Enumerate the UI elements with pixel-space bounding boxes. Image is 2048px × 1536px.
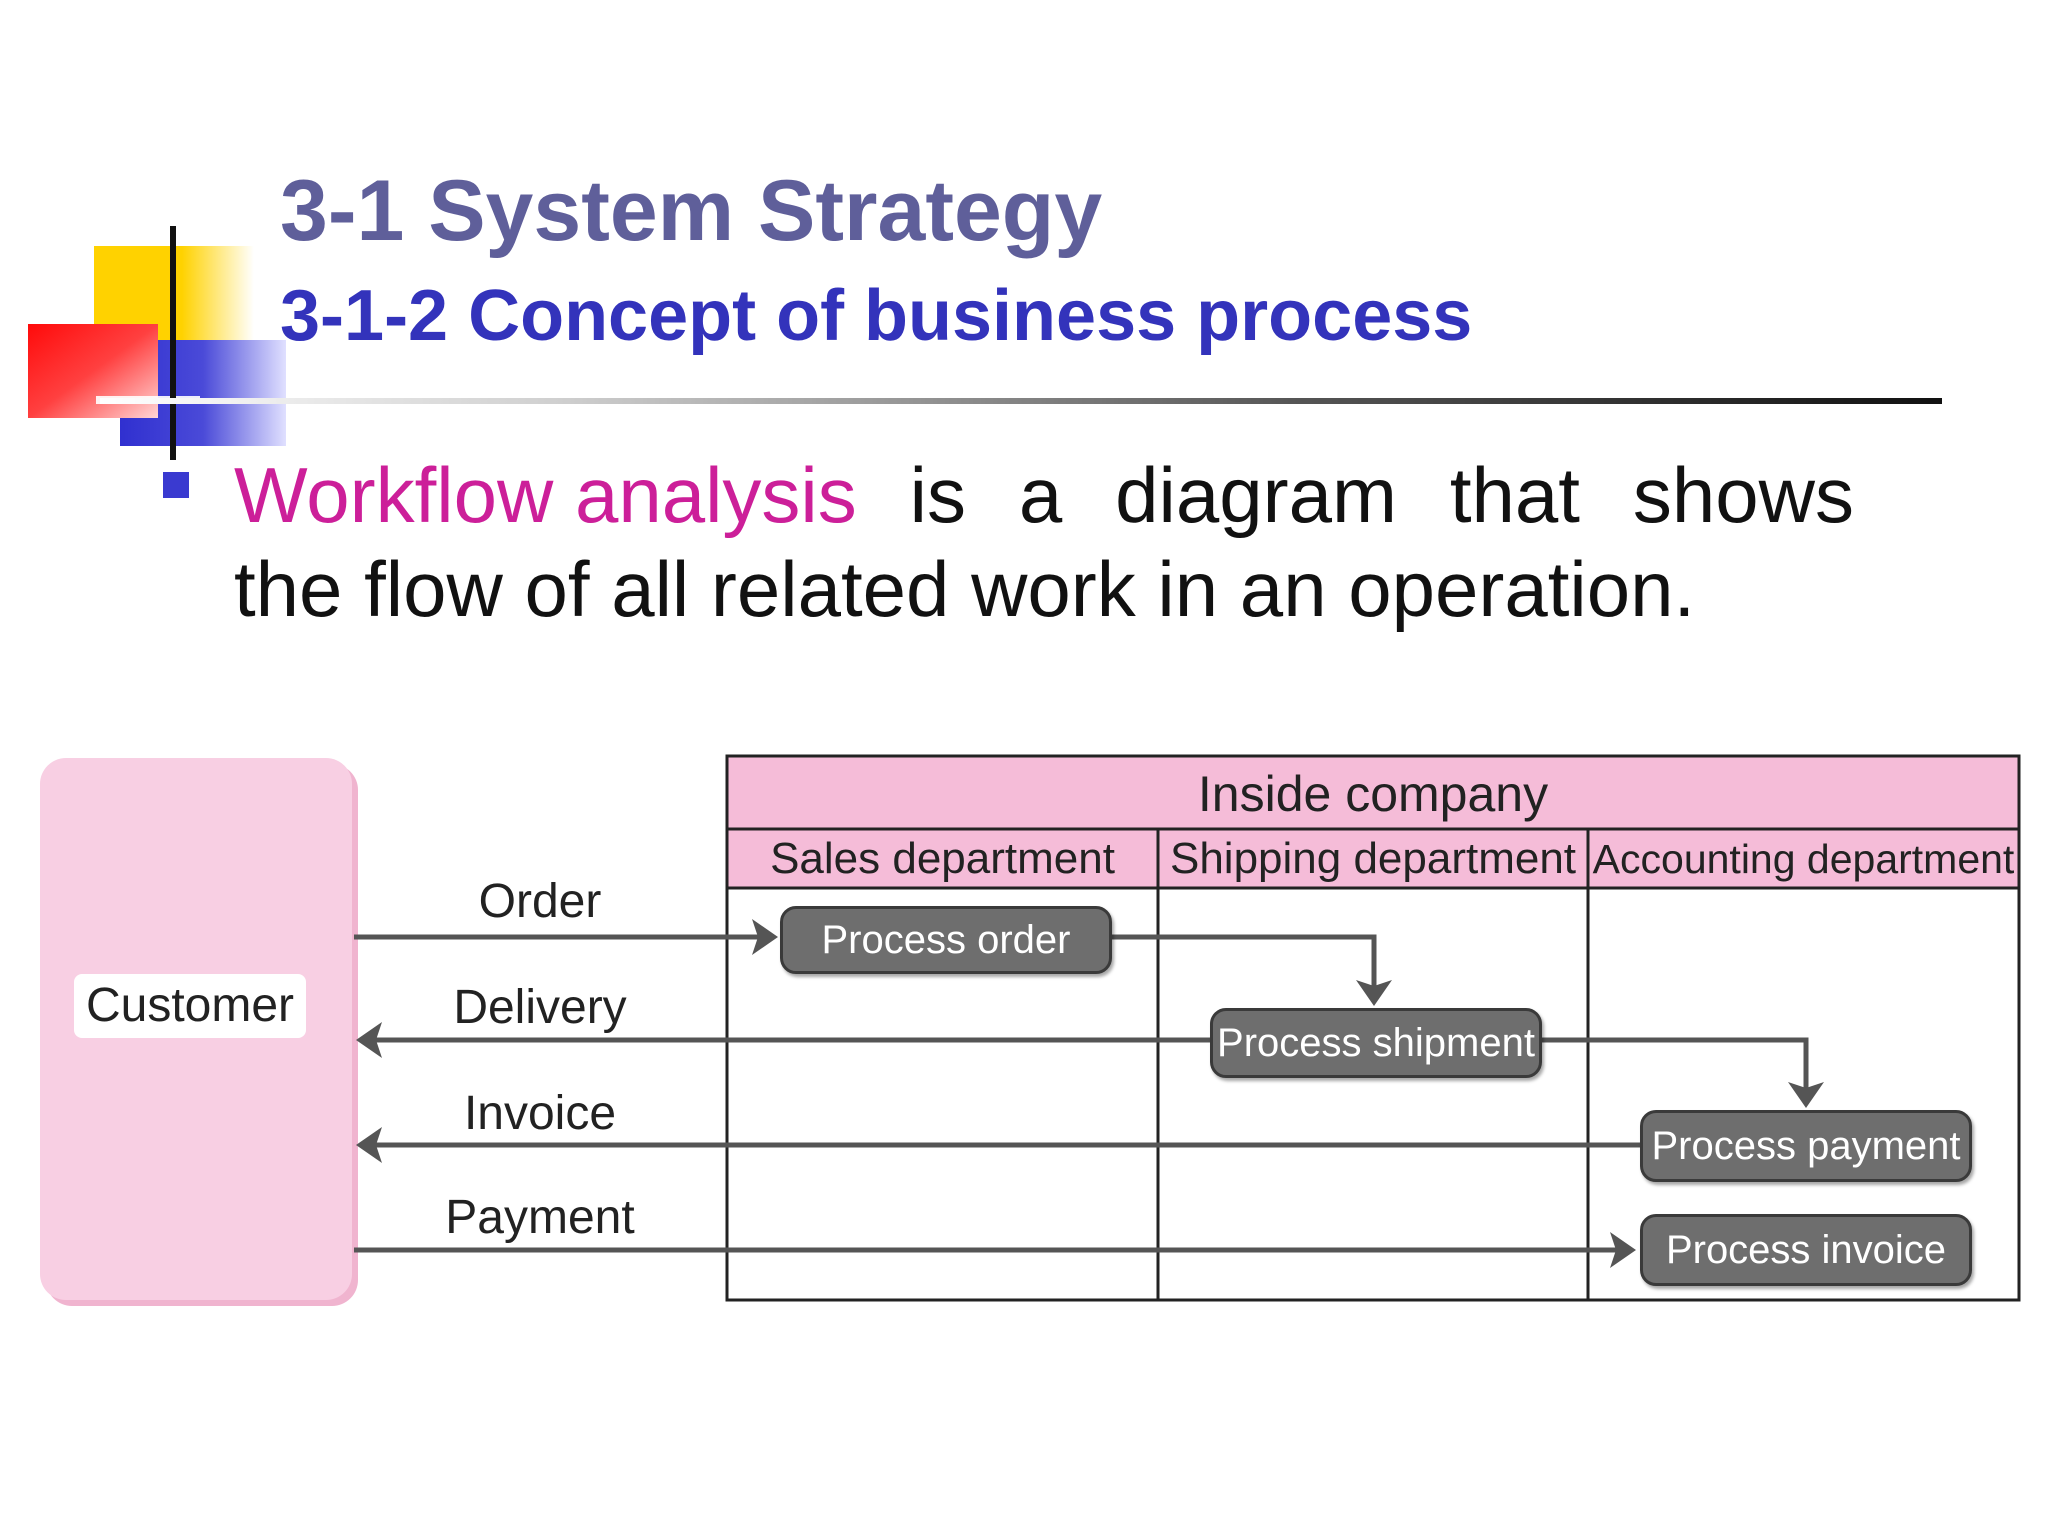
- process-payment-box: Process payment: [1640, 1110, 1972, 1182]
- arrow-head-icon: [356, 1022, 382, 1058]
- process-invoice-box: Process invoice: [1640, 1214, 1972, 1286]
- lane-header-accounting: Accounting department: [1592, 836, 2015, 882]
- bullet-word: is: [909, 451, 966, 539]
- arrow-head-icon: [356, 1127, 382, 1163]
- bullet-line-2: the flow of all related work in an opera…: [234, 545, 1696, 633]
- lane-header-shipping: Shipping department: [1169, 834, 1577, 883]
- slide-subtitle: 3-1-2 Concept of business process: [280, 276, 1473, 356]
- flow-label-invoice: Invoice: [463, 1087, 617, 1140]
- arrow-head-icon: [1610, 1232, 1636, 1268]
- bullet-word: shows: [1632, 451, 1854, 539]
- bullet-marker: [163, 472, 189, 498]
- bullet-line-1: Workflow analysis is a diagram that show…: [234, 448, 1854, 542]
- arrow-head-icon: [1356, 980, 1392, 1006]
- flow-label-order: Order: [478, 875, 602, 928]
- bullet-word: diagram: [1115, 451, 1397, 539]
- process-order-box: Process order: [780, 906, 1112, 974]
- bullet-word: that: [1449, 451, 1580, 539]
- arrow-head-icon: [1788, 1082, 1824, 1108]
- process-shipment-box: Process shipment: [1210, 1008, 1542, 1078]
- flow-label-payment: Payment: [445, 1191, 635, 1244]
- bullet-term: Workflow analysis: [234, 451, 857, 539]
- flow-label-delivery: Delivery: [453, 981, 627, 1034]
- lane-header-sales: Sales department: [770, 834, 1115, 883]
- title-divider: [100, 398, 1942, 404]
- slide-title: 3-1 System Strategy: [280, 163, 1103, 259]
- slide-logo-decoration: [28, 226, 286, 460]
- group-header-inside-company: Inside company: [1197, 766, 1549, 822]
- bullet-text: Workflow analysis is a diagram that show…: [234, 448, 1854, 636]
- bullet-word: a: [1018, 451, 1063, 539]
- arrow-head-icon: [752, 919, 778, 955]
- customer-label: Customer: [74, 974, 306, 1038]
